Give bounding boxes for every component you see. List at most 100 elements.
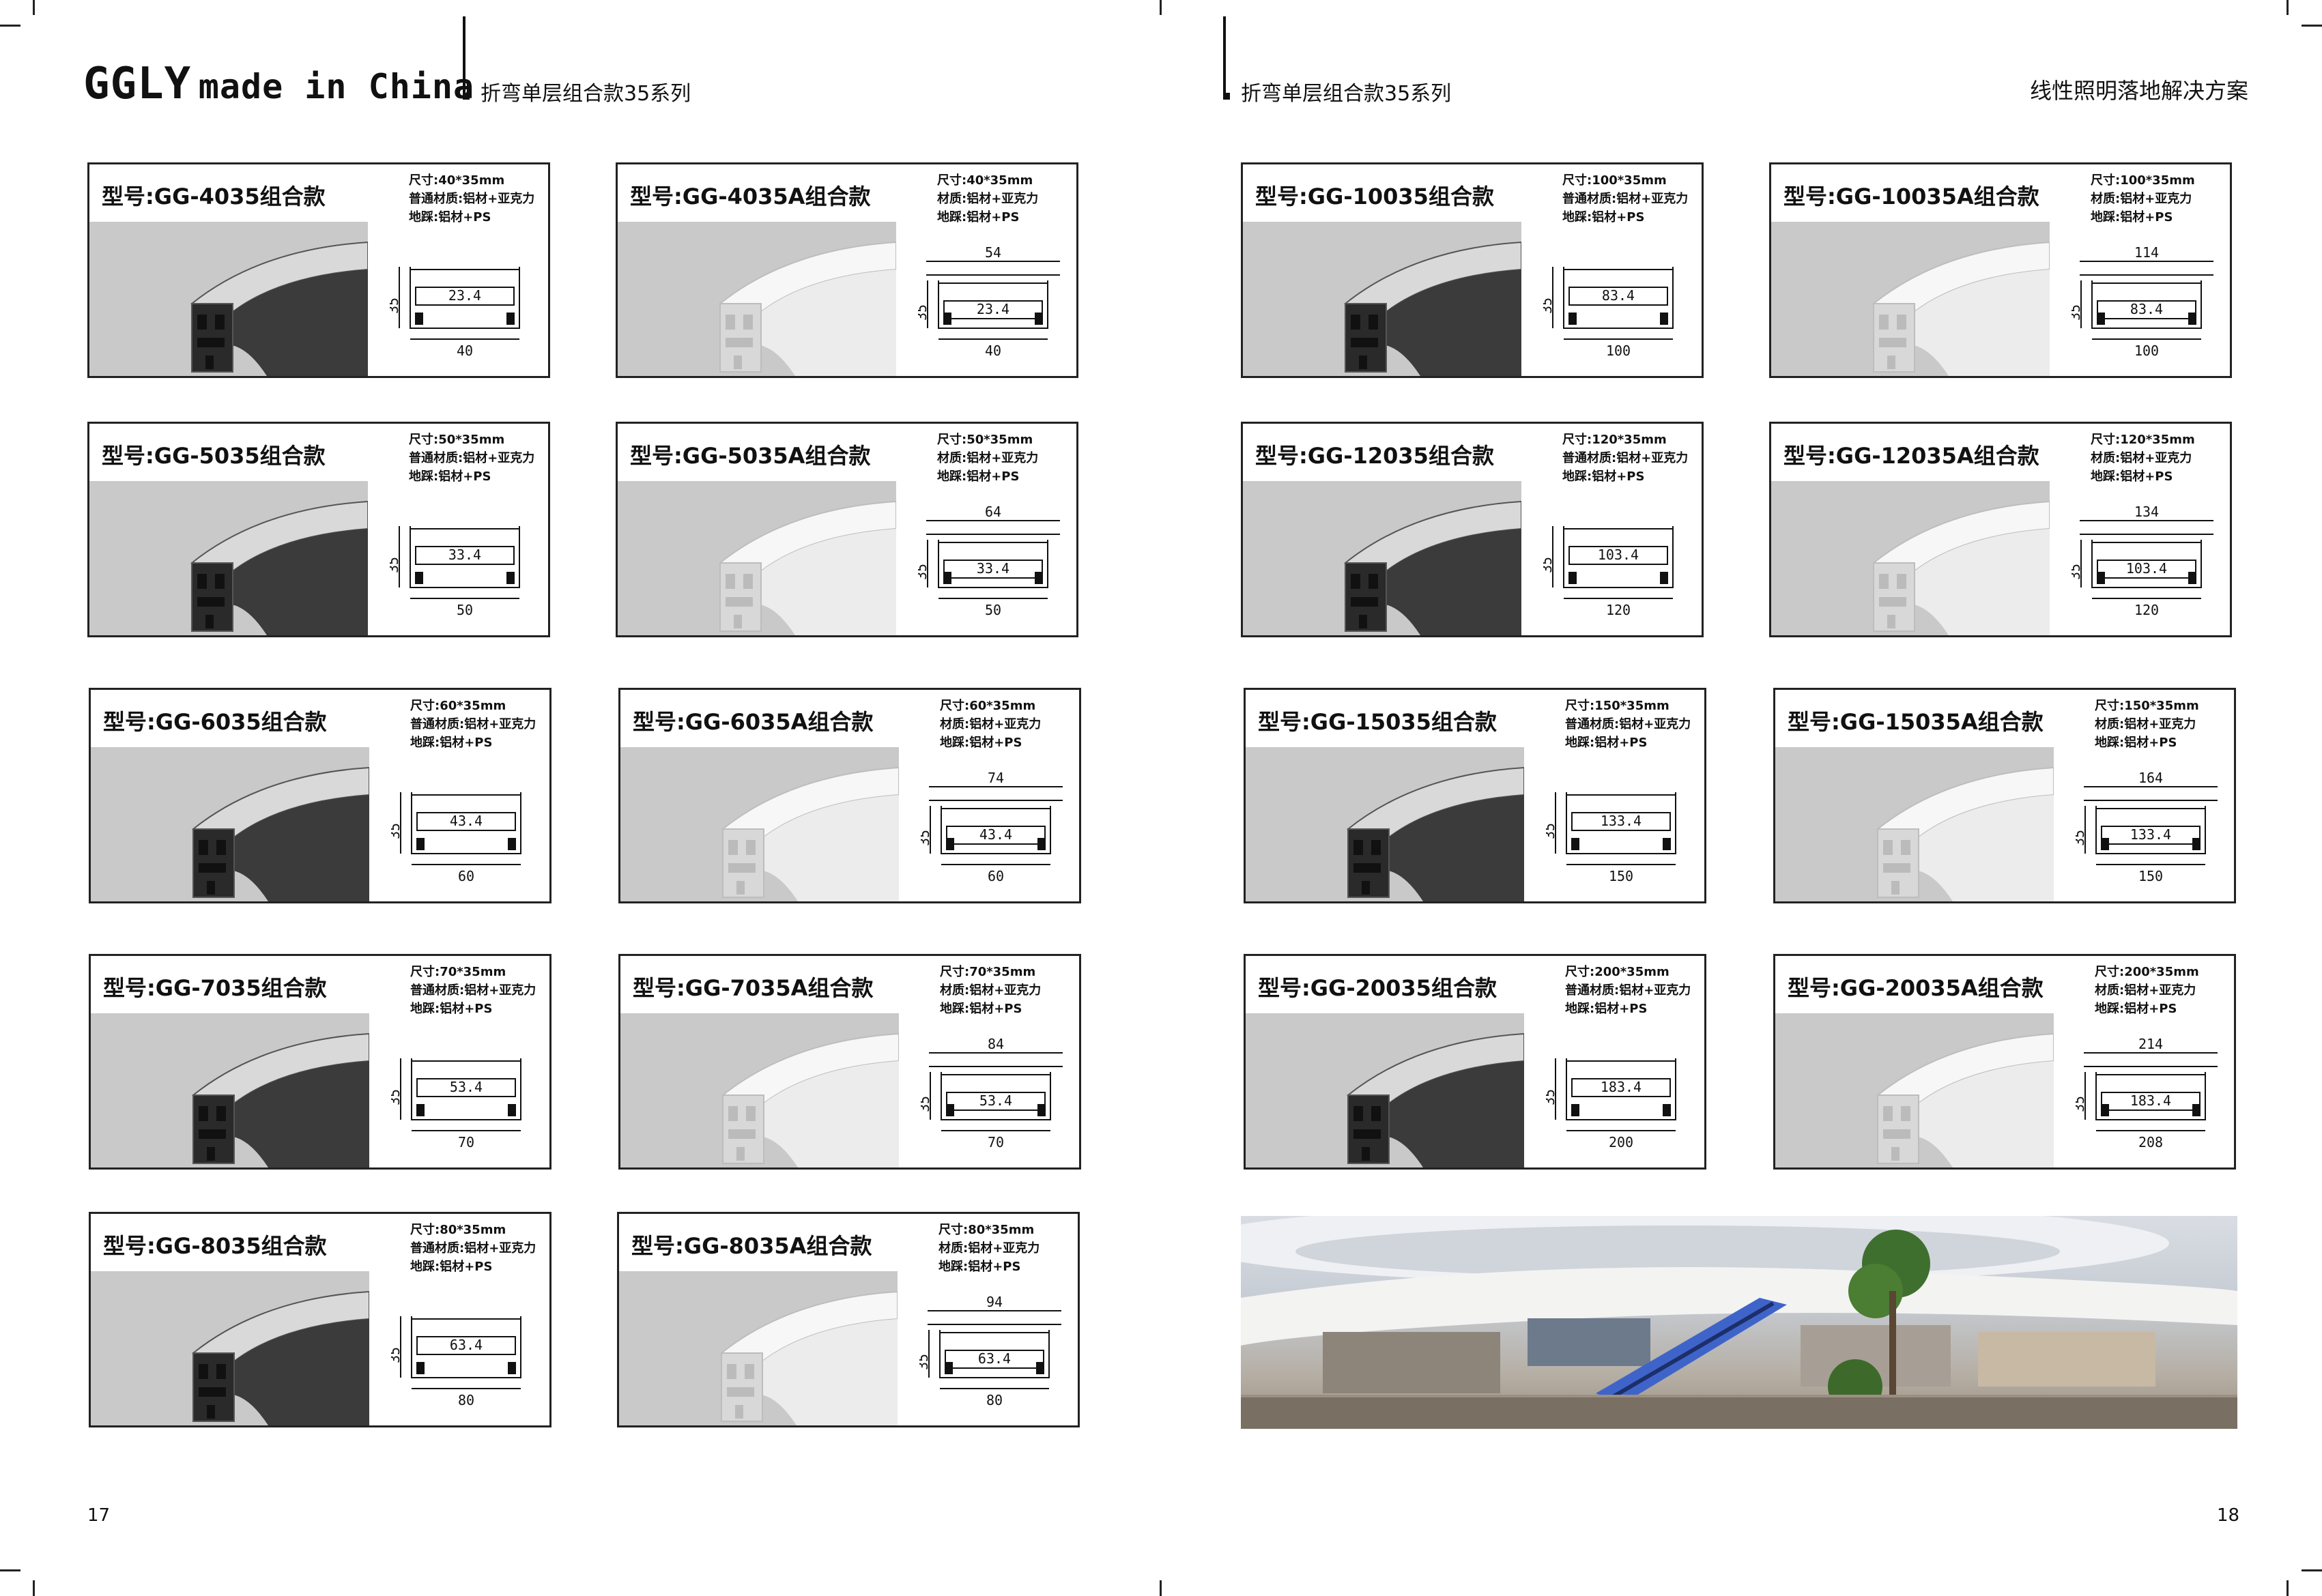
spec-base: 地踩:铝材+PS (2095, 736, 2177, 750)
profile-photo (1771, 481, 2050, 635)
model-title: 型号:GG-20035A组合款 (1788, 975, 2044, 1001)
top-width-label: 214 (2138, 1036, 2163, 1052)
inner-width-label: 83.4 (2130, 301, 2163, 317)
top-width-label: 74 (988, 770, 1004, 786)
spec-material: 普通材质:铝材+亚克力 (410, 717, 536, 731)
model-title: 型号:GG-5035组合款 (102, 443, 326, 469)
profile-image (719, 500, 896, 635)
header-divider (463, 16, 465, 97)
spec-material: 普通材质:铝材+亚克力 (1562, 192, 1689, 206)
brand-tagline: made in China (198, 67, 475, 106)
height-label: 35 (2072, 304, 2083, 321)
outer-width-label: 208 (2138, 1134, 2163, 1150)
profile-image (190, 500, 368, 635)
height-label: 35 (1543, 298, 1555, 314)
inner-width-label: 23.4 (448, 287, 481, 304)
spec-base: 地踩:铝材+PS (409, 210, 491, 224)
outer-width-label: 60 (458, 868, 474, 884)
height-label: 35 (919, 1354, 931, 1370)
model-title: 型号:GG-10035组合款 (1255, 184, 1494, 209)
spec-base: 地踩:铝材+PS (2091, 469, 2173, 484)
outer-width-label: 150 (1609, 868, 1633, 884)
height-label: 35 (1546, 823, 1558, 839)
inner-width-label: 33.4 (977, 560, 1009, 577)
profile-photo (1775, 1013, 2054, 1167)
profile-photo (91, 747, 369, 901)
spec-base: 地踩:铝材+PS (1562, 210, 1645, 224)
inner-width-label: 33.4 (448, 547, 481, 563)
height-label: 35 (921, 1096, 932, 1112)
spec-material: 普通材质:铝材+亚克力 (409, 451, 535, 465)
profile-image (1344, 241, 1521, 376)
spec-material: 材质:铝材+亚克力 (2095, 983, 2196, 998)
profile-photo (618, 481, 896, 635)
top-width-label: 94 (986, 1294, 1003, 1310)
inner-width-label: 103.4 (1598, 547, 1639, 563)
mall-interior-photo (1241, 1216, 2237, 1429)
inner-width-label: 83.4 (1602, 287, 1635, 304)
crop-mark (33, 1580, 35, 1596)
spec-size: 尺寸:120*35mm (1562, 433, 1667, 447)
model-title: 型号:GG-8035A组合款 (631, 1233, 872, 1259)
profile-photo (1775, 747, 2054, 901)
profile-image (1876, 766, 2054, 901)
top-width-label: 84 (988, 1036, 1004, 1052)
height-label: 35 (918, 564, 930, 580)
spec-size: 尺寸:60*35mm (940, 699, 1036, 713)
model-title: 型号:GG-12035组合款 (1255, 443, 1494, 469)
outer-width-label: 50 (457, 602, 473, 618)
model-title: 型号:GG-6035组合款 (103, 709, 327, 735)
spec-base: 地踩:铝材+PS (2095, 1002, 2177, 1016)
brand-name: GGLY (83, 59, 192, 109)
crop-mark (1160, 1580, 1162, 1596)
model-title: 型号:GG-7035组合款 (103, 975, 327, 1001)
inner-width-label: 53.4 (450, 1079, 483, 1095)
header-dot (463, 93, 470, 100)
profile-photo (620, 1013, 899, 1167)
model-title: 型号:GG-10035A组合款 (1783, 184, 2039, 209)
profile-image (1347, 1032, 1524, 1167)
crop-mark (0, 25, 20, 27)
outer-width-label: 50 (985, 602, 1001, 618)
mall-illustration (1241, 1216, 2237, 1429)
spec-material: 材质:铝材+亚克力 (2091, 451, 2192, 465)
height-label: 35 (2076, 830, 2087, 846)
brand-logo: GGLY made in China (83, 59, 474, 109)
model-title: 型号:GG-12035A组合款 (1783, 443, 2039, 469)
outer-width-label: 100 (2134, 343, 2159, 359)
profile-image (1876, 1032, 2054, 1167)
model-title: 型号:GG-6035A组合款 (633, 709, 874, 735)
